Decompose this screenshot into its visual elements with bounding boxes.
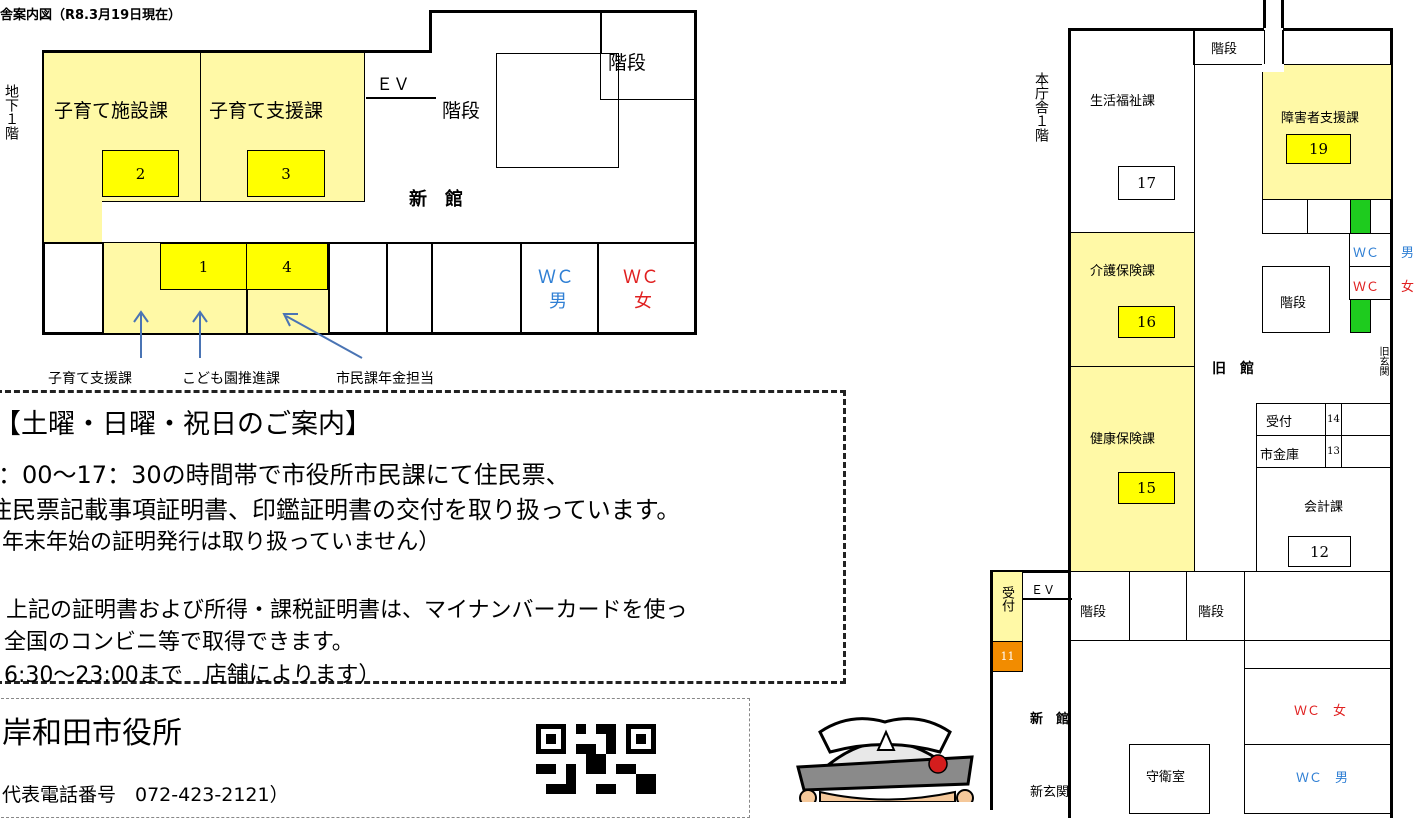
room-kaigo — [1071, 232, 1195, 367]
room-number-2: 2 — [102, 150, 179, 197]
label-uketsuke-side: 受付 — [999, 586, 1014, 612]
notice-line-5: 全国のコンビニ等で取得できます。 — [4, 630, 354, 655]
stairs-mid-room — [1262, 266, 1330, 333]
label-basement-wc-female-2: 女 — [634, 291, 652, 312]
arrow-label-nenkin: 市民課年金担当 — [336, 371, 434, 387]
label-basement-wc-female-1: ＷＣ — [623, 267, 659, 288]
room-number-17: 17 — [1118, 166, 1175, 200]
label-basement-hall: 新 館 — [409, 189, 463, 210]
label-kosodate-shien: 子育て支援課 — [209, 100, 324, 122]
room-seikatsu — [1071, 30, 1195, 233]
weekend-notice-box — [0, 390, 846, 684]
basement-arrows — [133, 310, 363, 359]
room-shogai — [1262, 64, 1391, 200]
qr-code — [536, 724, 656, 794]
label-shikinko: 市金庫 — [1260, 448, 1300, 463]
label-shueishitsu: 守衛室 — [1146, 770, 1186, 785]
label-basement-stairs-2: 階段 — [608, 52, 647, 74]
arrow-label-kodomoen: こども園推進課 — [182, 371, 280, 387]
basement-floor-label: 地下１階 — [3, 84, 19, 140]
label-stairs-mid: 階段 — [1280, 296, 1307, 311]
label-basement-ev: ＥＶ — [376, 75, 410, 95]
wc-green-1 — [1350, 199, 1371, 234]
corridor-strip — [1244, 640, 1393, 669]
basement-stairs-room — [496, 53, 619, 168]
label-stairs-b: 階段 — [1198, 605, 1225, 620]
room-number-3: 3 — [247, 150, 325, 197]
label-seikatsu: 生活福祉課 — [1090, 94, 1156, 109]
room-kenko — [1071, 366, 1195, 572]
label-kenko: 健康保険課 — [1090, 432, 1156, 447]
basement-outline — [42, 50, 697, 335]
room-number-19: 19 — [1286, 134, 1351, 164]
notice-line-1: ：00～17：30の時間帯で市役所市民課にて住民票、 — [0, 461, 570, 489]
room-number-16: 16 — [1118, 306, 1175, 338]
room-number-1: 1 — [160, 243, 247, 290]
label-uketsuke: 受付 — [1266, 415, 1293, 430]
label-top-stairs: 階段 — [1211, 42, 1238, 57]
arrow-label-kosodate-shien: 子育て支援課 — [48, 371, 132, 387]
label-wc-male-sex: 男 — [1401, 246, 1415, 261]
label-kosodate-shisetsu: 子育て施設課 — [54, 100, 169, 122]
label-shogai: 障害者支援課 — [1281, 111, 1360, 126]
first-floor-label: 本庁舎１階 — [1033, 72, 1049, 142]
room-number-14: 14 — [1325, 403, 1342, 436]
label-basement-wc-male-1: ＷＣ — [538, 267, 574, 288]
mid-block — [1129, 571, 1187, 641]
room-number-4: 4 — [246, 243, 328, 290]
label-new-hall: 新 館 — [1030, 712, 1070, 727]
label-wc-male-1f: ＷＣ — [1353, 246, 1380, 261]
office-name: 岸和田市役所 — [2, 716, 182, 751]
uketsuke-side — [993, 572, 1023, 642]
room-number-13: 13 — [1325, 435, 1342, 468]
right-new-block — [1244, 571, 1393, 641]
label-basement-stairs-1: 階段 — [442, 100, 481, 122]
label-old-entrance: 旧玄関 — [1377, 346, 1388, 376]
office-phone: 代表電話番号 072-423-2121） — [2, 784, 289, 806]
small-room-b — [1307, 199, 1351, 234]
label-basement-wc-male-2: 男 — [549, 291, 567, 312]
notice-line-6: 6:30～23:00まで 店舗によります） — [4, 663, 381, 688]
basement-stairs-box — [431, 13, 602, 53]
room-number-12: 12 — [1288, 536, 1351, 567]
small-room-a — [1262, 199, 1308, 234]
label-stairs-a: 階段 — [1080, 605, 1107, 620]
notice-line-2: 住民票記載事項証明書、印鑑証明書の交付を取り扱っています。 — [0, 496, 681, 524]
label-wc-m-new: ＷＣ 男 — [1296, 771, 1349, 786]
label-old-hall: 旧 館 — [1212, 361, 1254, 377]
right-block — [1341, 403, 1393, 436]
label-wc-f-new: ＷＣ 女 — [1294, 704, 1347, 719]
notice-line-4: 上記の証明書および所得・課税証明書は、マイナンバーカードを使っ — [6, 598, 688, 623]
basement-stairs-2-room — [600, 13, 695, 100]
label-shingenkan: 新玄関 — [1030, 785, 1070, 800]
top-stairs — [1193, 30, 1265, 65]
wc-green-2 — [1350, 299, 1371, 333]
label-wc-female-1f: ＷＣ — [1353, 280, 1380, 295]
first-floor-outline — [1068, 28, 1393, 818]
label-kaigo: 介護保険課 — [1090, 264, 1156, 279]
room-number-15: 15 — [1118, 472, 1175, 504]
page-title: 舎案内図（R8.3月19日現在） — [0, 8, 182, 23]
label-kaikei: 会計課 — [1304, 500, 1344, 515]
label-wc-female-sex: 女 — [1401, 280, 1415, 295]
label-new-ev: ＥＶ — [1031, 583, 1056, 597]
room-number-11: 11 — [993, 641, 1023, 672]
notice-line-3: 年末年始の証明発行は取り扱っていません） — [2, 530, 441, 555]
notice-heading: 【土曜・日曜・祝日のご案内】 — [0, 409, 372, 440]
mascot-illustration — [796, 717, 974, 802]
